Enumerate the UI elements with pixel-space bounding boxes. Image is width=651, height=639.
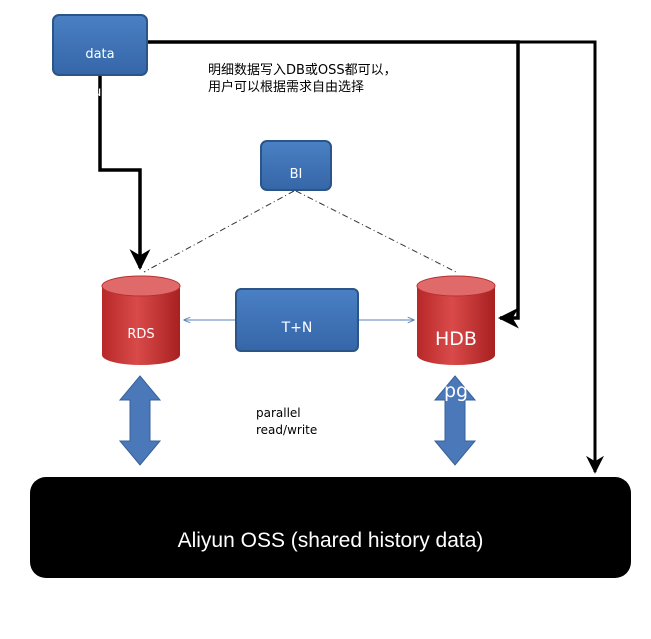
double-arrow-right (433, 375, 477, 466)
oss-label: Aliyun OSS (shared history data) unlimit… (30, 499, 631, 639)
bi-app-box (260, 140, 332, 191)
oss-box (30, 477, 631, 578)
parallel-line2: read/write (256, 423, 318, 437)
arrow-source-to-rds (98, 76, 151, 271)
data-source-line1: data (85, 47, 115, 62)
data-flow-arrows (98, 40, 604, 474)
rds-label: RDS PG (102, 306, 180, 401)
hdb-line2: pg (443, 380, 469, 402)
arrow-source-to-hdb (148, 40, 520, 329)
scheduler-label: T+N 统计调度 (236, 300, 358, 395)
rds-cylinder (101, 275, 181, 365)
parallel-rw-arrows (118, 375, 477, 466)
write-choice-line1: 明细数据写入DB或OSS都可以， (208, 63, 397, 78)
diagram-canvas (30, 14, 631, 578)
data-source-box (52, 14, 148, 76)
parallel-line1: parallel (256, 406, 301, 420)
hdb-cylinder (416, 275, 496, 365)
arrow-source-to-oss (518, 40, 604, 474)
scheduler-line1: T+N (281, 320, 313, 336)
write-choice-line2: 用户可以根据需求自由选择 (208, 80, 365, 95)
scheduler-box (235, 288, 359, 352)
architecture-diagram: data source BI APP T+N 统计调度 RDS PG HDB p… (30, 14, 631, 578)
data-source-label: data source (53, 26, 147, 121)
oss-line1: Aliyun OSS (shared history data) (177, 529, 484, 552)
scheduler-line2: 统计调度 (269, 358, 325, 374)
bi-query-lines (143, 190, 457, 273)
write-choice-note: 明细数据写入DB或OSS都可以， 用户可以根据需求自由选择 (208, 62, 397, 96)
bi-app-line2: APP (283, 205, 309, 220)
rds-line1: RDS (127, 327, 155, 342)
hdb-line1: HDB (435, 328, 477, 350)
double-arrow-left (118, 375, 162, 466)
data-source-line2: source (78, 85, 122, 100)
parallel-note: parallel read/write (256, 405, 317, 439)
oss-line2: unlimited capcity (252, 585, 409, 608)
bi-app-line1: BI (289, 167, 303, 182)
hdb-label: HDB pg (417, 300, 495, 430)
rds-line2: PG (132, 365, 150, 380)
bi-app-label: BI APP (261, 146, 331, 241)
